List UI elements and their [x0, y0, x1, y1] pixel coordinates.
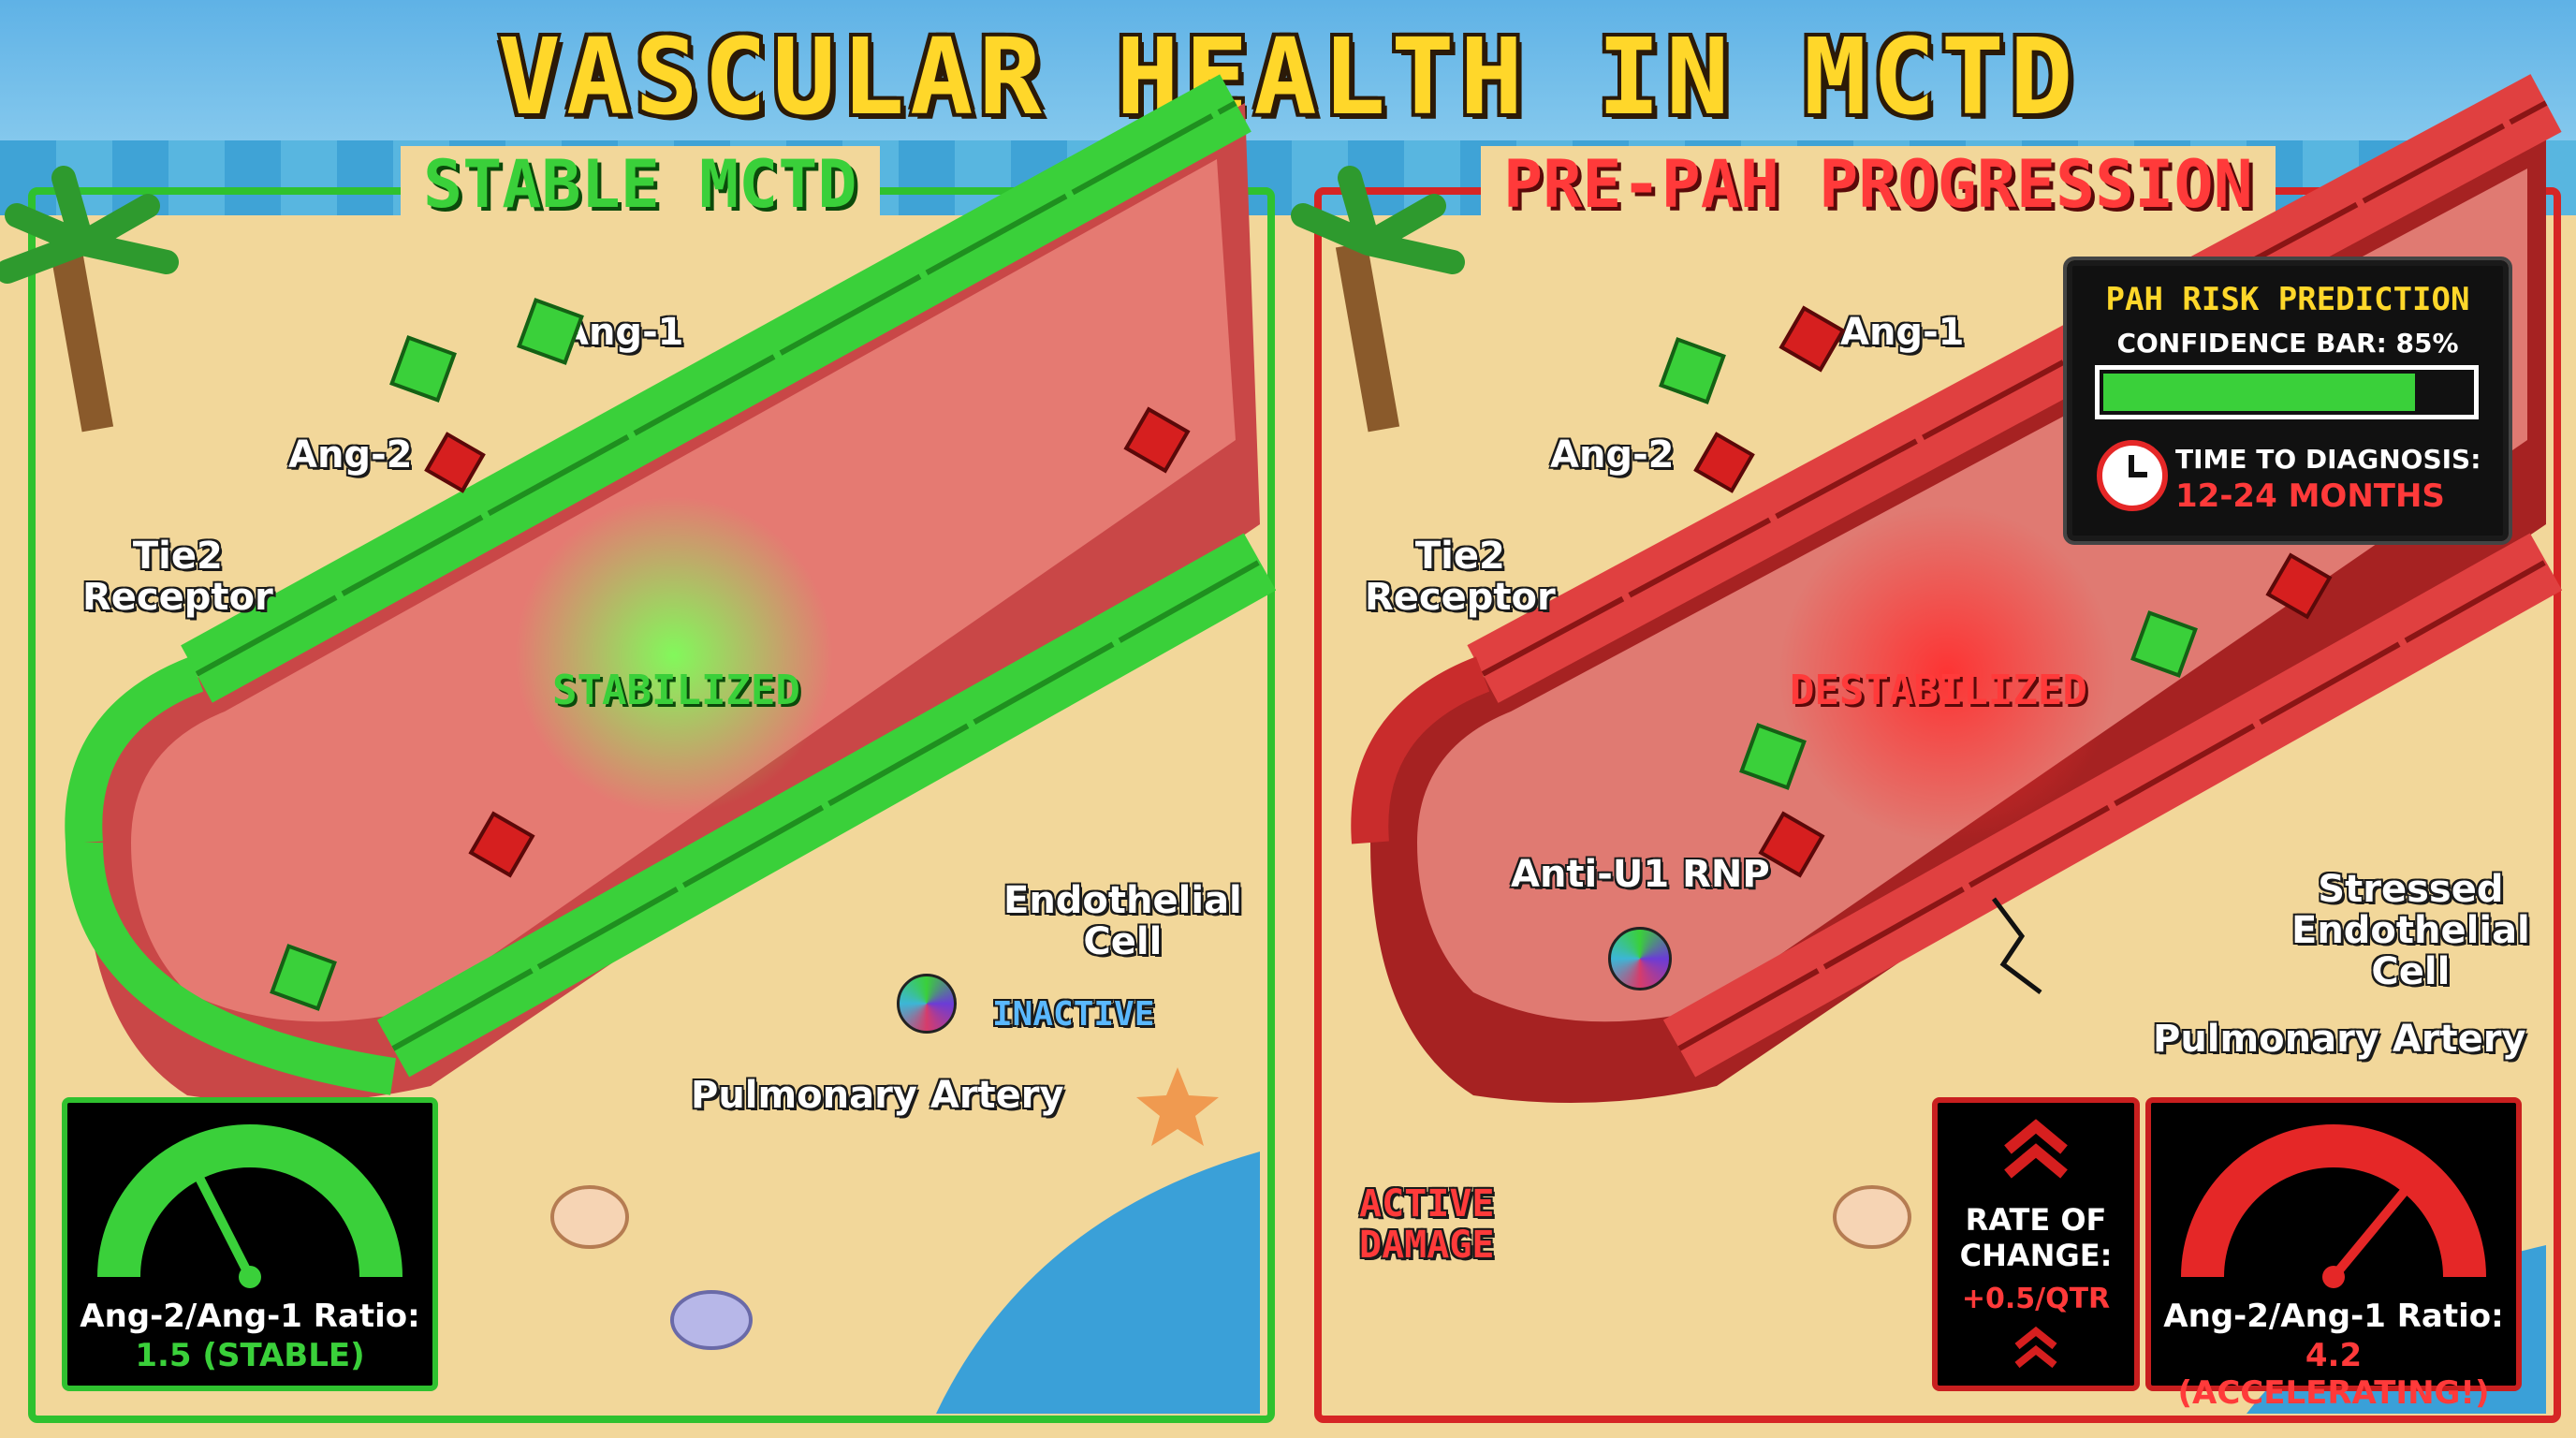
risk-title: PAH RISK PREDICTION [2105, 281, 2470, 318]
main-title: VASCULAR HEALTH IN MCTD [497, 17, 2079, 139]
palm-tree-right [1291, 166, 1465, 433]
starfish-icon [1136, 1067, 1219, 1146]
destabilized-glow [1778, 506, 2115, 843]
anti-u1-rnp-complex-inactive [897, 974, 957, 1034]
anti-u1-rnp-label: Anti-U1 RNP [1511, 853, 1770, 896]
stabilized-glow [515, 496, 833, 814]
gauge-needle [195, 1174, 255, 1280]
rate-label: RATE OF CHANGE: [1959, 1202, 2113, 1273]
gauge-arc [2181, 1124, 2486, 1278]
seashell-icon [670, 1290, 753, 1350]
ratio-caption-left: Ang-2/Ang-1 Ratio: [80, 1298, 420, 1335]
chevron-up-icon [2014, 1326, 2057, 1369]
ang2-label-right: Ang-2 [1550, 433, 1675, 477]
tie2-label-right: Tie2 Receptor [1365, 535, 1556, 619]
ang1-label-right: Ang-1 [1840, 311, 1965, 354]
confidence-label: CONFIDENCE BAR: 85% [2116, 328, 2459, 359]
palm-tree-left [0, 166, 179, 433]
gauge-dial-icon [2181, 1124, 2486, 1288]
rate-of-change-box: RATE OF CHANGE: +0.5/QTR [1932, 1097, 2140, 1391]
gauge-hub [2322, 1266, 2345, 1288]
gauge-hub [239, 1266, 261, 1288]
confidence-bar-fill [2103, 374, 2416, 411]
ratio-value-right: 4.2 (ACCELERATING!) [2177, 1337, 2490, 1412]
gauge-dial-icon [97, 1124, 402, 1288]
stressed-endothelial-label: Stressed Endothelial Cell [2291, 868, 2530, 993]
confidence-bar [2095, 365, 2479, 419]
time-to-diagnosis-value: 12-24 MONTHS [2175, 477, 2445, 515]
ocean-left [936, 1152, 1260, 1414]
time-to-diagnosis-label: TIME TO DIAGNOSIS: [2175, 444, 2481, 475]
rate-value: +0.5/QTR [1961, 1283, 2111, 1315]
ratio-caption-right: Ang-2/Ang-1 Ratio: [2163, 1298, 2504, 1335]
seashell-icon [550, 1185, 629, 1249]
inactive-label: INACTIVE [992, 995, 1155, 1034]
pre-pah-panel: PRE-PAH PROGRESSION [1314, 146, 2561, 1423]
pulmonary-artery-healthy [65, 74, 1277, 1103]
tie2-label-left: Tie2 Receptor [82, 535, 273, 619]
ratio-gauge-left: Ang-2/Ang-1 Ratio: 1.5 (STABLE) [62, 1097, 438, 1391]
chevron-up-icon [2004, 1119, 2068, 1179]
ang2-label-left: Ang-2 [288, 433, 413, 477]
active-damage-label: ACTIVE DAMAGE [1359, 1182, 1495, 1267]
seashell-icon [1833, 1185, 1911, 1249]
ratio-value-left: 1.5 (STABLE) [135, 1337, 365, 1374]
pulmonary-artery-label-right: Pulmonary Artery [2153, 1018, 2526, 1061]
stopwatch-icon [2097, 440, 2168, 511]
stabilized-status: STABILIZED [552, 667, 800, 714]
anti-u1-rnp-complex-active [1608, 927, 1672, 990]
ratio-gauge-right: Ang-2/Ang-1 Ratio: 4.2 (ACCELERATING!) [2145, 1097, 2522, 1412]
panel-title-stable: STABLE MCTD [401, 146, 880, 223]
endothelial-cell-label: Endothelial Cell [1003, 879, 1242, 963]
stable-mctd-panel: STABLE MCTD [28, 146, 1275, 1423]
gauge-arc [97, 1124, 402, 1278]
gauge-needle [2330, 1187, 2409, 1281]
pulmonary-artery-label-left: Pulmonary Artery [691, 1074, 1064, 1117]
panel-title-pre-pah: PRE-PAH PROGRESSION [1481, 146, 2276, 223]
pah-risk-prediction-box: PAH RISK PREDICTION CONFIDENCE BAR: 85% … [2063, 257, 2512, 545]
destabilized-status: DESTABILIZED [1790, 667, 2087, 714]
crack-mark [1992, 897, 2042, 994]
